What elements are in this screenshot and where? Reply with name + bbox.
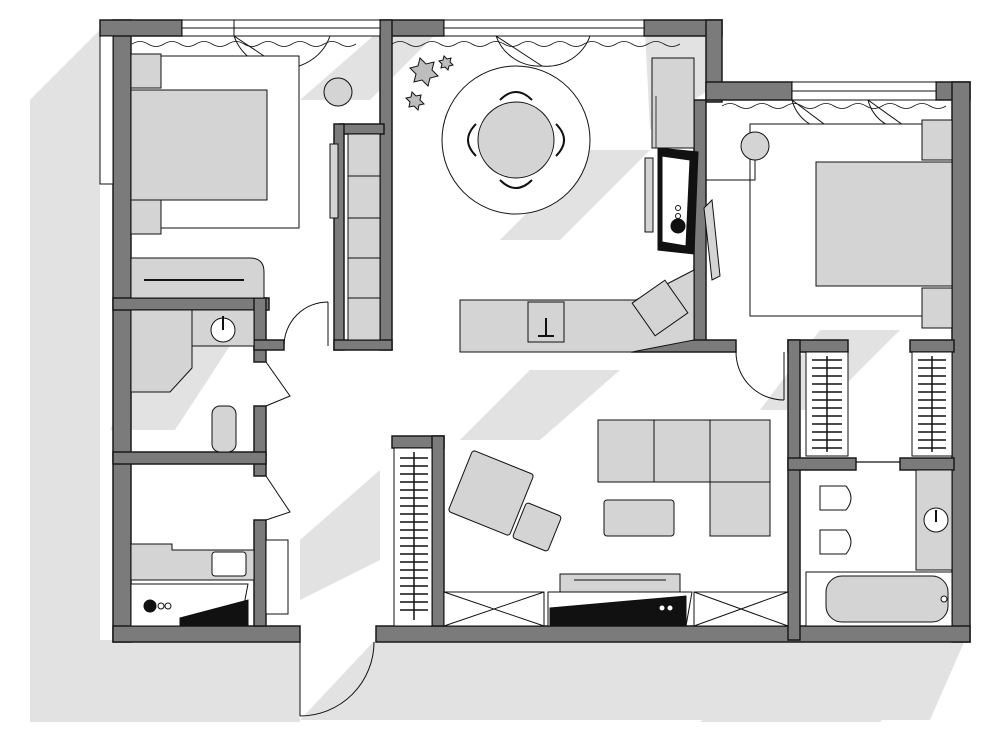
wall-laundry-top bbox=[112, 451, 267, 465]
wall-right-outer bbox=[951, 81, 971, 643]
wall-left-outer bbox=[112, 19, 132, 643]
chair bbox=[467, 123, 477, 157]
wall-bath-left bbox=[787, 339, 801, 641]
door-icon bbox=[265, 361, 291, 407]
sink-icon bbox=[211, 551, 247, 577]
chair bbox=[555, 123, 565, 157]
plant-icon bbox=[404, 55, 454, 112]
radiator-icon bbox=[393, 447, 433, 627]
dining-table-icon bbox=[477, 101, 555, 179]
nightstand bbox=[921, 119, 953, 161]
coffee-table bbox=[603, 499, 675, 537]
wall-bottom-left bbox=[112, 625, 301, 643]
chair bbox=[499, 179, 533, 189]
nightstand bbox=[921, 287, 953, 329]
wall-partition-a bbox=[379, 19, 393, 351]
wall-closet-living-right bbox=[431, 435, 445, 627]
bedroom-right bbox=[706, 119, 953, 457]
bed-icon bbox=[130, 89, 268, 201]
door-icon bbox=[735, 351, 785, 401]
bedroom-left bbox=[130, 53, 381, 347]
shower bbox=[130, 309, 193, 393]
living-room bbox=[393, 351, 789, 627]
chair bbox=[499, 91, 533, 101]
door-icon bbox=[265, 475, 291, 521]
toilet-icon bbox=[211, 405, 237, 453]
wall-bottom-right bbox=[375, 625, 971, 643]
mirror bbox=[329, 143, 339, 219]
bidet bbox=[819, 529, 852, 555]
wall-laundry-right bbox=[253, 519, 267, 627]
window-icon bbox=[99, 35, 114, 185]
tv-icon bbox=[559, 573, 681, 593]
bathroom-right bbox=[805, 461, 953, 627]
wall-closet-b-top bbox=[909, 339, 955, 353]
armchair-icon bbox=[448, 450, 534, 536]
fridge bbox=[651, 57, 695, 149]
sofa-icon bbox=[597, 419, 655, 483]
wall-top-right-b bbox=[705, 81, 793, 101]
wall-bath-top-a bbox=[787, 457, 857, 471]
wall-bath-top-b bbox=[899, 457, 955, 471]
wall-partition-b bbox=[339, 123, 385, 135]
door-icon bbox=[283, 301, 329, 347]
dining-area bbox=[404, 55, 591, 215]
nightstand bbox=[130, 199, 162, 235]
ottoman bbox=[512, 502, 562, 552]
stool bbox=[703, 198, 721, 281]
wall-door-stub bbox=[253, 339, 285, 351]
walls bbox=[99, 19, 971, 643]
wall-bathroom-right-a bbox=[253, 297, 267, 363]
lamp-icon bbox=[740, 131, 770, 161]
wall-bathroom-top bbox=[112, 297, 270, 311]
bathroom-left bbox=[130, 309, 291, 453]
wall-partition-d bbox=[333, 339, 393, 351]
desk bbox=[130, 257, 265, 299]
wall-top-left bbox=[99, 19, 183, 37]
laundry bbox=[130, 475, 291, 627]
toilet-icon bbox=[819, 485, 852, 511]
shoe-cabinet bbox=[265, 539, 289, 615]
wardrobe-icon bbox=[347, 133, 381, 341]
bed-icon bbox=[815, 161, 953, 287]
kitchen bbox=[459, 57, 721, 353]
lamp-icon bbox=[323, 77, 353, 107]
nightstand bbox=[130, 53, 162, 89]
stool bbox=[631, 279, 689, 337]
wall-bathroom-right-b bbox=[253, 405, 267, 477]
wall-kitchen-right bbox=[693, 99, 707, 347]
entrance-door bbox=[299, 641, 375, 717]
